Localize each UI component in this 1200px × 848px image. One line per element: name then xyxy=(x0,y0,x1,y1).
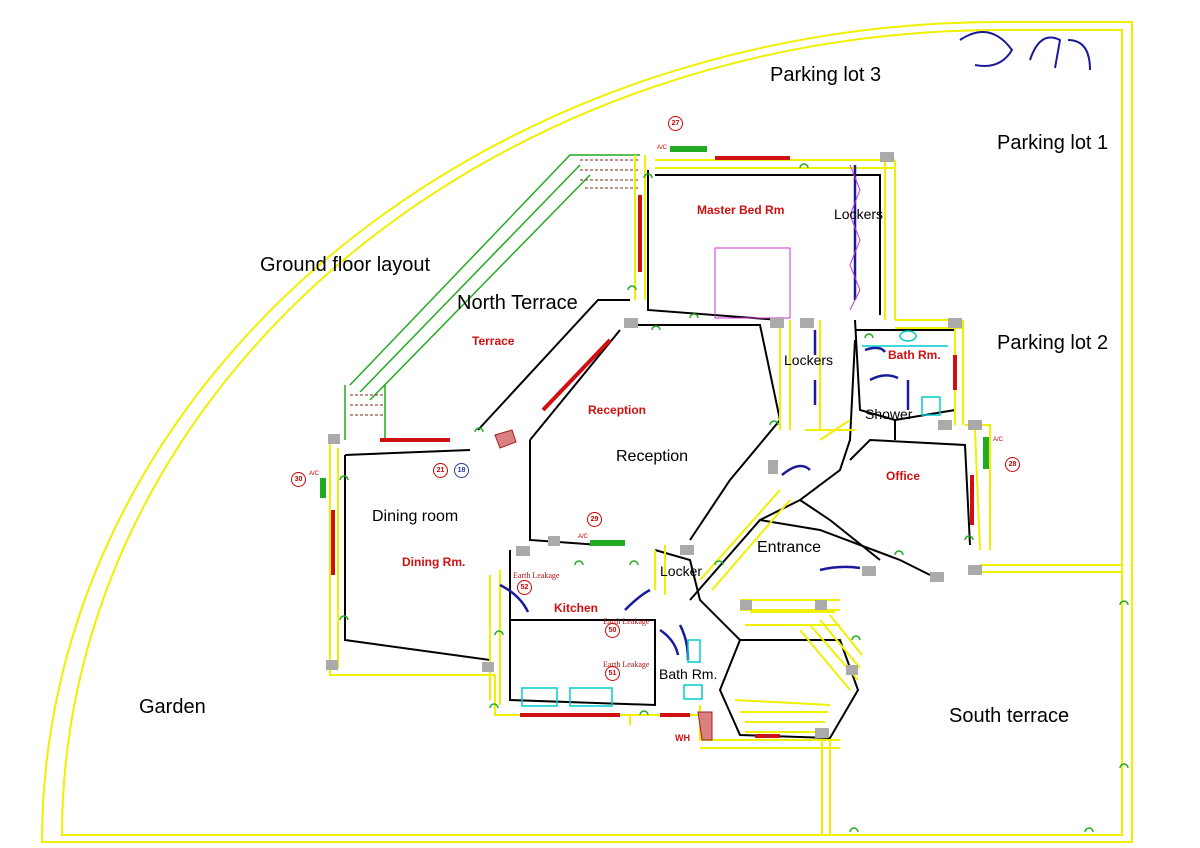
marker-52: 52 xyxy=(517,580,532,595)
label-earth-leakage-2: Earth Leakage xyxy=(603,617,650,626)
label-south-terrace: South terrace xyxy=(949,705,1070,727)
label-office: Office xyxy=(886,469,921,483)
label-shower: Shower xyxy=(865,406,913,422)
label-entrance: Entrance xyxy=(757,539,822,556)
label-garden: Garden xyxy=(139,696,206,718)
label-parking-lot-1: Parking lot 1 xyxy=(997,132,1109,154)
label-terrace: Terrace xyxy=(472,334,515,348)
stairs xyxy=(734,611,863,733)
label-earth-leakage-1: Earth Leakage xyxy=(513,571,560,580)
label-bath-rm-upper: Bath Rm. xyxy=(888,348,941,362)
label-kitchen: Kitchen xyxy=(554,601,599,615)
label-lockers-mid: Lockers xyxy=(784,352,834,368)
site-boundary xyxy=(40,21,1133,843)
marker-30: 30 xyxy=(291,472,306,487)
label-dining-room: Dining room xyxy=(372,508,459,525)
bath-fixtures xyxy=(521,330,948,707)
label-parking-lot-2: Parking lot 2 xyxy=(997,332,1109,354)
ac-units xyxy=(320,146,989,546)
label-lockers-top: Lockers xyxy=(834,206,884,222)
label-master-bed-rm: Master Bed Rm xyxy=(697,203,785,217)
light-points xyxy=(339,163,1129,833)
label-dining-rm: Dining Rm. xyxy=(402,555,466,569)
marker-28: 28 xyxy=(1005,457,1020,472)
label-reception-red: Reception xyxy=(588,403,647,417)
label-ac-28: A/C xyxy=(993,437,1004,443)
locker-fixtures xyxy=(714,164,861,319)
marker-50: 50 xyxy=(605,623,620,638)
marker-29: 29 xyxy=(587,512,602,527)
label-north-terrace: North Terrace xyxy=(457,292,578,314)
label-ac-30: A/C xyxy=(309,471,320,477)
label-bath-rm-lower: Bath Rm. xyxy=(659,666,718,682)
doors xyxy=(499,165,910,661)
columns xyxy=(326,152,982,738)
terrace-hatch xyxy=(350,159,640,416)
label-reception: Reception xyxy=(616,448,689,465)
label-parking-lot-3: Parking lot 3 xyxy=(770,64,882,86)
label-ground-floor-layout: Ground floor layout xyxy=(260,254,431,276)
marker-21: 21 xyxy=(433,463,448,478)
terrace-edges xyxy=(344,154,640,440)
appliances xyxy=(494,429,713,741)
label-ac-29: A/C xyxy=(578,534,589,540)
label-locker: Locker xyxy=(660,563,703,579)
label-wh: WH xyxy=(675,733,690,743)
label-earth-leakage-3: Earth Leakage xyxy=(603,660,650,669)
windows xyxy=(331,156,974,738)
marker-18: 18 xyxy=(454,463,469,478)
marker-27: 27 xyxy=(668,116,683,131)
label-ac-27: A/C xyxy=(657,145,668,151)
marker-51: 51 xyxy=(605,666,620,681)
gate-doors xyxy=(959,31,1091,71)
